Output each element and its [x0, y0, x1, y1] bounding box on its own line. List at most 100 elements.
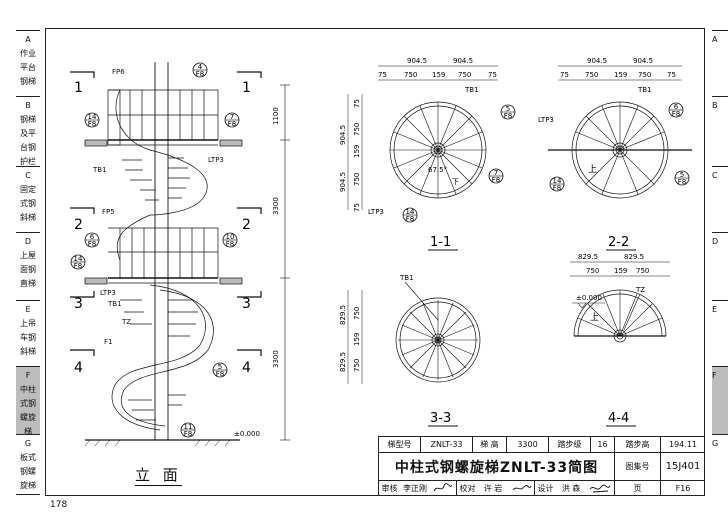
plan3-dim-left-2: 750: [353, 359, 361, 372]
review-label: 审核: [378, 481, 400, 495]
dim-1100: 1100: [272, 107, 280, 125]
plan2-dim-sub-4: 75: [667, 71, 676, 79]
svg-text:14: 14: [553, 177, 562, 185]
callout-tb1-upper: TB1: [92, 166, 107, 174]
page-number: 178: [50, 500, 68, 510]
plan-2-2: [548, 65, 692, 199]
section-label-3-3: 3-3: [430, 411, 451, 426]
plan2-dim-top-left: 904.5: [587, 57, 607, 65]
plan1-down: 下: [452, 178, 459, 186]
callout-tz: TZ: [121, 318, 131, 326]
svg-text:6: 6: [90, 233, 95, 241]
svg-text:F8: F8: [553, 184, 561, 192]
checker-name: 许 岩: [483, 483, 503, 493]
svg-text:F8: F8: [672, 110, 680, 118]
svg-text:F8: F8: [88, 240, 96, 248]
plan2-up: 上: [588, 164, 597, 175]
plan1-dim-sub-3: 750: [458, 71, 471, 79]
plan2-ltp3: LTP3: [538, 116, 554, 124]
plan1-dim-left-0: 75: [353, 99, 361, 108]
page-label: 页: [614, 481, 660, 495]
callout-f1: F1: [104, 338, 112, 346]
svg-text:F8: F8: [228, 120, 236, 128]
reviewer-name: 李正刚: [403, 483, 427, 493]
plan1-dim-left-1: 750: [353, 123, 361, 136]
plan3-tb1: TB1: [399, 274, 414, 282]
right-tab-c[interactable]: C: [712, 166, 728, 232]
plan-3-3: [347, 281, 481, 384]
title-block-row-title: 中柱式钢螺旋梯ZNLT-33简图 图集号 15J401: [378, 452, 705, 480]
svg-text:F8: F8: [678, 178, 686, 186]
plan-1-1: [347, 65, 498, 210]
plan4-dim-top-right: 829.5: [624, 253, 644, 261]
svg-text:F8: F8: [88, 120, 96, 128]
svg-text:F8: F8: [226, 240, 234, 248]
section-label-2-2: 2-2: [608, 235, 629, 250]
svg-text:14: 14: [88, 113, 97, 121]
cut-mark-1-right: 1: [242, 80, 251, 96]
atlas-number-label: 图集号: [614, 453, 660, 480]
plan2-tb1: TB1: [637, 86, 652, 94]
plan1-ref-7: 7F8: [488, 168, 504, 184]
title-block: 梯型号 ZNLT-33 梯 高 3300 踏步级 16 踏步高 194.11 中…: [378, 436, 705, 496]
title-block-row-specs: 梯型号 ZNLT-33 梯 高 3300 踏步级 16 踏步高 194.11: [378, 436, 705, 452]
check-label: 校对: [456, 481, 478, 495]
right-tab-b[interactable]: B: [712, 96, 728, 166]
spec-rise-label: 踏步高: [614, 437, 660, 452]
plan2-dim-sub-2: 159: [614, 71, 627, 79]
right-tab-f[interactable]: F: [712, 366, 728, 434]
callout-fp6: FP6: [112, 68, 125, 76]
callout-tb1-lower: TB1: [107, 300, 122, 308]
svg-text:14: 14: [406, 208, 415, 216]
spec-height-value: 3300: [506, 437, 548, 452]
cut-mark-4-right: 4: [242, 360, 251, 376]
plan1-angle: 67.5°: [428, 166, 447, 174]
svg-text:14: 14: [74, 255, 83, 263]
atlas-number: 15J401: [660, 453, 705, 480]
right-tab-e[interactable]: E: [712, 300, 728, 366]
plan1-dim-left-4: 75: [353, 203, 361, 212]
cut-mark-2-right: 2: [242, 217, 251, 233]
elevation-title: 立 面: [135, 466, 182, 486]
cut-mark-3-left: 3: [74, 296, 83, 312]
plan2-dim-sub-3: 750: [638, 71, 651, 79]
plan1-dim-sub-1: 750: [404, 71, 417, 79]
section-label-4-4: 4-4: [608, 411, 629, 426]
plan4-dim-top-left: 829.5: [578, 253, 598, 261]
plan3-dim-left-total-1: 829.5: [339, 352, 347, 372]
plan1-dim-left-2: 159: [353, 145, 361, 158]
cut-mark-2-left: 2: [74, 217, 83, 233]
plan3-dim-left-0: 750: [353, 307, 361, 320]
cut-mark-1-left: 1: [74, 80, 83, 96]
right-tab-d[interactable]: D: [712, 232, 728, 300]
reviewer-signature: [430, 481, 456, 495]
right-tab-g[interactable]: G: [712, 434, 728, 495]
svg-text:7: 7: [494, 169, 498, 177]
right-tab-a[interactable]: A: [712, 30, 728, 96]
designer-signature: [586, 481, 614, 495]
svg-text:F8: F8: [184, 430, 192, 438]
plan1-dim-top-right: 904.5: [453, 57, 473, 65]
plan1-dim-sub-4: 75: [488, 71, 497, 79]
callout-ltp3-upper: LTP3: [208, 156, 224, 164]
plan1-dim-top-left: 904.5: [407, 57, 427, 65]
svg-text:F8: F8: [406, 215, 414, 223]
page-code: F16: [660, 481, 705, 495]
checker-signature: [508, 481, 534, 495]
svg-text:4: 4: [198, 63, 203, 71]
svg-text:F8: F8: [216, 370, 224, 378]
svg-text:11: 11: [184, 423, 193, 431]
plan2-dim-sub-1: 750: [585, 71, 598, 79]
plan1-dim-left-total-0: 904.5: [339, 125, 347, 145]
